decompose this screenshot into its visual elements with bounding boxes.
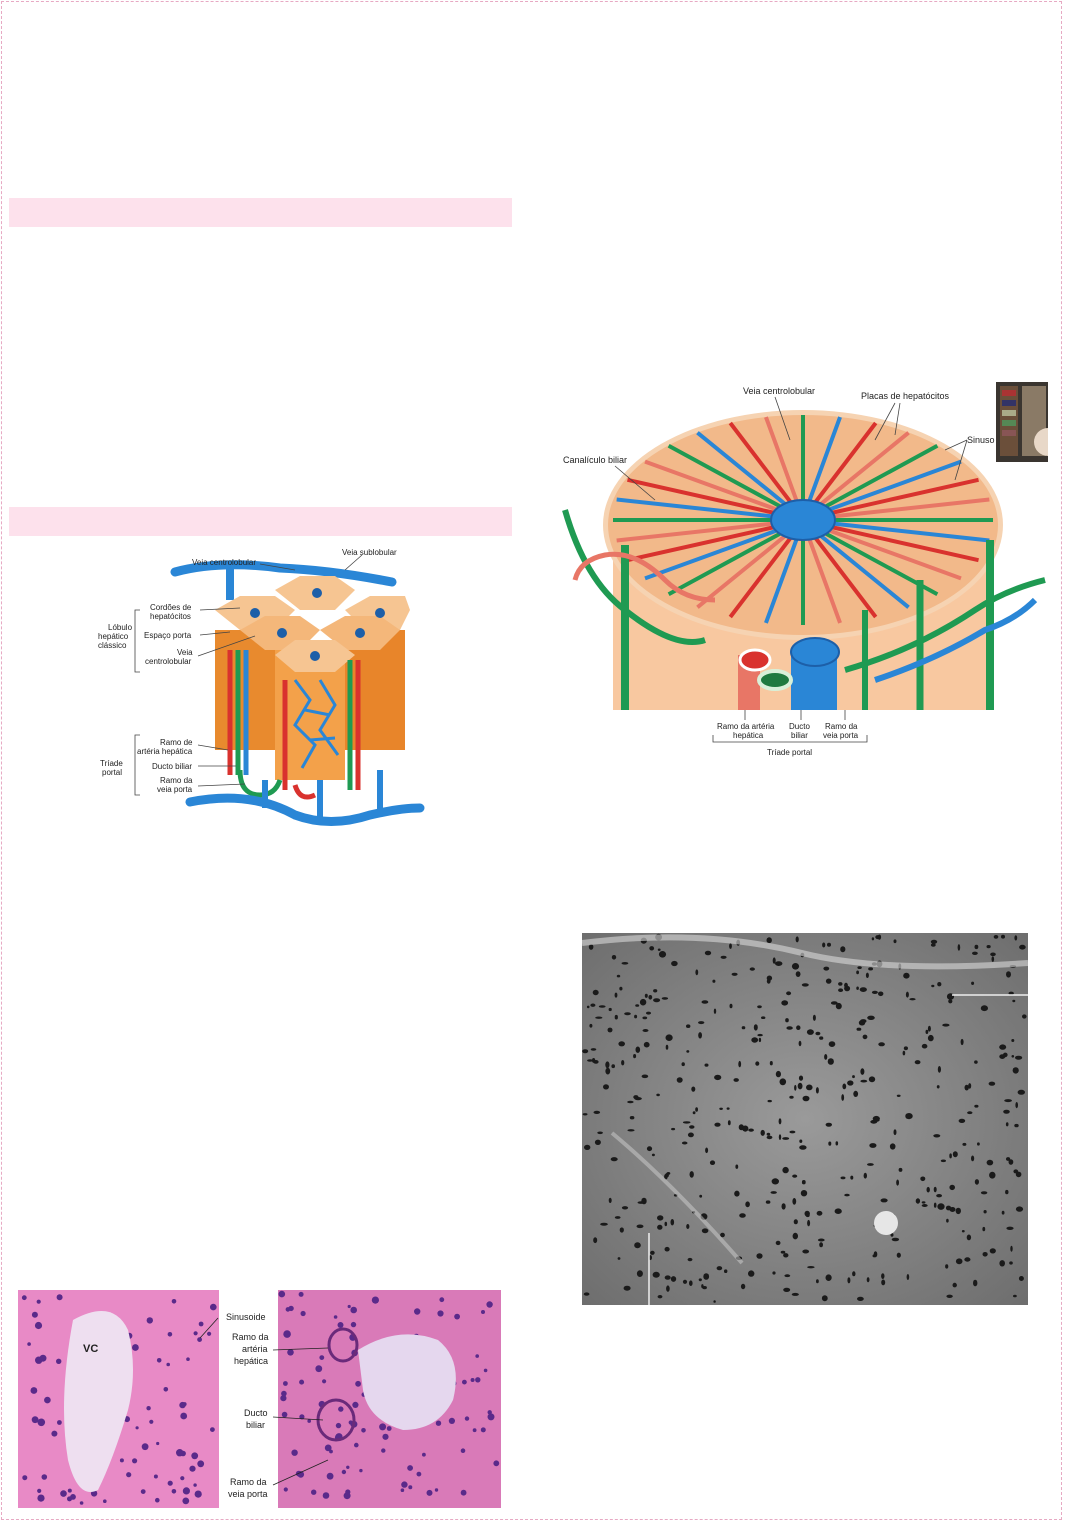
- label-ramo-arteria-h2: artéria: [242, 1344, 268, 1354]
- label-veia-centrolobular: Veia centrolobular: [192, 558, 256, 567]
- label-veia-centro-2: centrolobular: [145, 657, 192, 666]
- label-ramo-arteria-2b: hepática: [733, 731, 764, 740]
- label-ramo-arteria-1: Ramo de: [160, 738, 193, 747]
- section-header-band-1: [9, 198, 512, 227]
- label-ramo-veia-1: Ramo da: [160, 776, 193, 785]
- label-ramo-arteria-h1: Ramo da: [232, 1332, 269, 1342]
- label-ramo-arteria-2: artéria hepática: [137, 747, 193, 756]
- label-ducto-biliar: Ducto biliar: [152, 762, 192, 771]
- label-cordoes-2: hepatócitos: [150, 612, 191, 621]
- label-ducto-a: Ducto: [789, 722, 810, 731]
- label-canaliculo: Canalículo biliar: [563, 455, 627, 465]
- label-ramo-veia-2b: veia porta: [823, 731, 859, 740]
- label-veia-centro-1: Veia: [177, 648, 193, 657]
- label-ramo-veia-2: veia porta: [157, 785, 193, 794]
- label-veia-sublobular: Veia sublobular: [342, 548, 397, 557]
- label-ramo-veia-h2: veia porta: [228, 1489, 268, 1499]
- label-veia-centrolobular-2: Veia centrolobular: [743, 386, 815, 396]
- label-triade-portal: Tríade portal: [767, 748, 812, 757]
- label-sinusoide: Sinusoide: [226, 1312, 266, 1322]
- label-ducto-h1: Ducto: [244, 1408, 268, 1418]
- label-placas: Placas de hepatócitos: [861, 391, 950, 401]
- webcam-thumbnail: [996, 382, 1048, 462]
- section-header-band-2: [9, 507, 512, 536]
- label-lobulo-1: Lóbulo: [108, 623, 133, 632]
- label-triade-1: Tríade: [100, 759, 123, 768]
- label-ramo-veia-h1: Ramo da: [230, 1477, 267, 1487]
- sem-micrograph: [582, 933, 1028, 1305]
- label-ramo-veia-2a: Ramo da: [825, 722, 858, 731]
- label-triade-2: portal: [102, 768, 122, 777]
- label-ramo-arteria-h3: hepática: [234, 1356, 268, 1366]
- label-espaco-porta: Espaço porta: [144, 631, 192, 640]
- lobule-radial-figure: Veia centrolobular Placas de hepatócitos…: [562, 386, 1046, 757]
- label-lobulo-2: hepático: [98, 632, 129, 641]
- label-sinuso: Sinuso: [967, 435, 995, 445]
- label-cordoes-1: Cordões de: [150, 603, 192, 612]
- label-lobulo-3: clássico: [98, 641, 127, 650]
- lobule-3d-figure: Veia centrolobular Veia sublobular Lóbul…: [98, 548, 425, 826]
- label-ducto-b: biliar: [791, 731, 808, 740]
- label-ramo-arteria-2a: Ramo da artéria: [717, 722, 775, 731]
- label-ducto-h2: biliar: [246, 1420, 265, 1430]
- histology-figure: VC Sinusoide Ramo da artéria hepática Du…: [18, 1290, 501, 1508]
- label-vc: VC: [83, 1343, 98, 1355]
